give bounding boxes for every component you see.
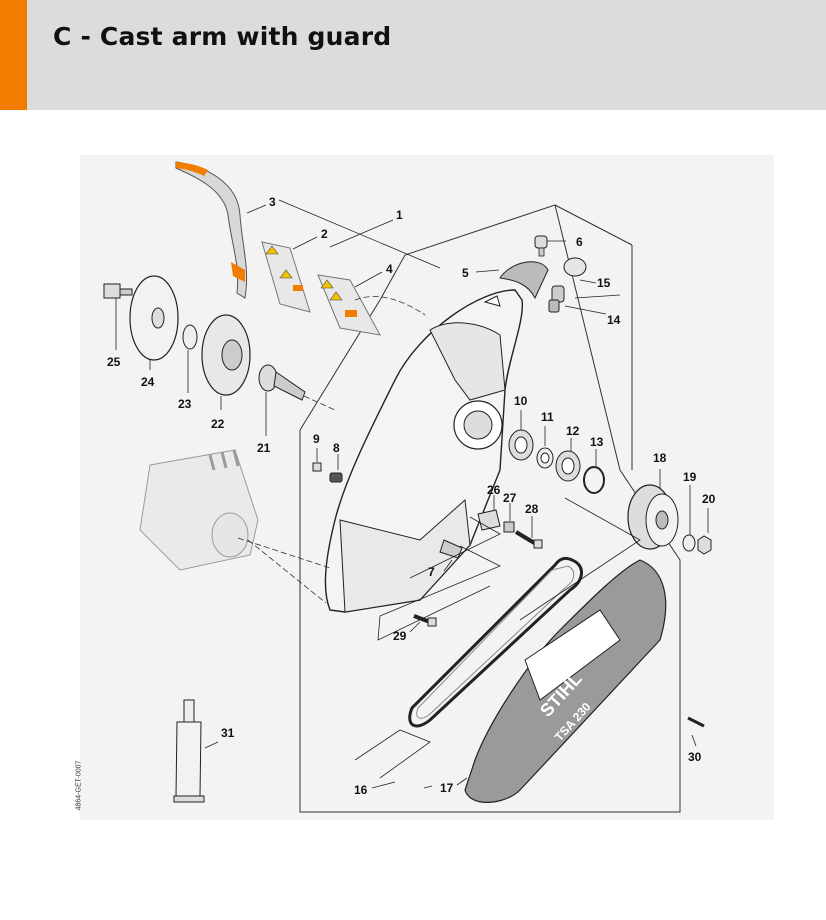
guard-decal-part-3: [175, 161, 248, 299]
insert-part-8: [329, 472, 343, 483]
callout-18: 18: [653, 451, 667, 465]
nut-part-20: [697, 535, 712, 555]
callout-17: 17: [440, 781, 454, 795]
callout-25: 25: [107, 355, 121, 369]
callout-27: 27: [503, 491, 517, 505]
callout-9: 9: [313, 432, 320, 446]
callout-31: 31: [221, 726, 235, 740]
callout-19: 19: [683, 470, 697, 484]
bearing-part-12: [555, 450, 581, 482]
callout-6: 6: [576, 235, 583, 249]
reference-code-text: 4864-GET-0007: [75, 760, 83, 811]
warning-decal-part-2: [261, 241, 311, 313]
callout-4: 4: [386, 262, 393, 276]
header-accent-bar: [0, 0, 27, 110]
washer-part-23: [182, 324, 198, 350]
callout-14: 14: [607, 313, 621, 327]
page-title: C - Cast arm with guard: [53, 22, 392, 51]
callout-1: 1: [396, 208, 403, 222]
washer-part-11: [536, 447, 554, 469]
callout-20: 20: [702, 492, 716, 506]
washer-part-19: [682, 534, 696, 552]
bearing-part-10: [508, 429, 534, 461]
clamp-part-26: [477, 509, 501, 531]
screw-part-30: [687, 716, 705, 728]
callout-28: 28: [525, 502, 539, 516]
callout-8: 8: [333, 441, 340, 455]
belt-cover-part-17: STIHL TSA 230: [464, 559, 667, 803]
screw-part-28: [514, 530, 543, 549]
circlip-part-13: [583, 466, 605, 494]
callout-16: 16: [354, 783, 368, 797]
bolt-part-25: [103, 283, 133, 299]
grease-tube-part-31: [173, 699, 205, 803]
page-header: C - Cast arm with guard: [0, 0, 826, 110]
callout-24: 24: [141, 375, 155, 389]
plug-part-15: [563, 257, 587, 277]
callout-22: 22: [211, 417, 225, 431]
cast-arm-housing: [324, 289, 524, 613]
callout-5: 5: [462, 266, 469, 280]
callout-13: 13: [590, 435, 604, 449]
callout-12: 12: [566, 424, 580, 438]
callout-10: 10: [514, 394, 528, 408]
callout-2: 2: [321, 227, 328, 241]
callout-26: 26: [487, 483, 501, 497]
clip-part-7: [439, 539, 463, 559]
flange-part-22: [201, 314, 251, 396]
sleeve-part-27: [503, 521, 515, 533]
callout-29: 29: [393, 629, 407, 643]
v-belt-part-16: [408, 556, 583, 728]
callout-numbers: 1 2 3 4 5 6 7 8 9 10 11 12 13 14 15 16 1…: [107, 195, 716, 797]
arrow-marker: [415, 306, 433, 322]
screw-part-6: [534, 235, 548, 257]
page-footer: [0, 842, 826, 920]
assembly-outline: [299, 204, 681, 813]
figure-reference-code: 4864-GET-0007: [75, 757, 94, 822]
nut-part-9: [312, 462, 322, 472]
callout-21: 21: [257, 441, 271, 455]
cap-part-5: [499, 261, 549, 300]
spindle-part-21: [258, 364, 306, 401]
valve-part-14: [548, 285, 565, 313]
callout-23: 23: [178, 397, 192, 411]
leader-lines: [115, 199, 709, 789]
callout-11: 11: [541, 410, 554, 424]
motor-reference-image: [139, 449, 259, 571]
callout-7: 7: [428, 565, 435, 579]
callout-15: 15: [597, 276, 611, 290]
callout-3: 3: [269, 195, 276, 209]
pulley-part-18: [627, 484, 679, 550]
alignment-lines: [237, 296, 426, 604]
flange-part-24: [129, 275, 179, 361]
callout-30: 30: [688, 750, 702, 764]
warning-decal-part-4: [317, 274, 381, 336]
